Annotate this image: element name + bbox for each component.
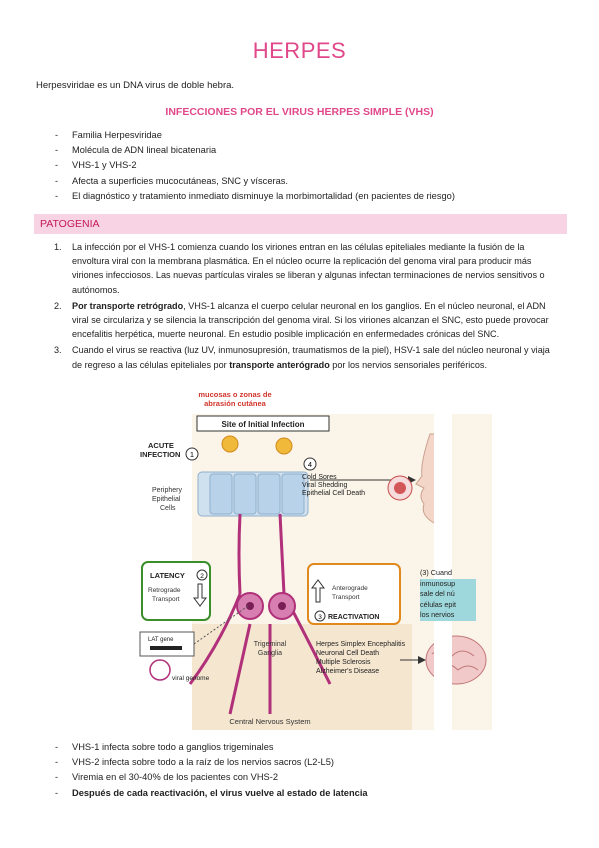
intro-text: Herpesviridae es un DNA virus de doble h… [36, 80, 235, 91]
cns-panel [192, 624, 412, 730]
step-item: 3. Cuando el virus se reactiva (luz UV, … [54, 343, 562, 371]
step-text: La infección por el VHS-1 comienza cuand… [72, 242, 545, 295]
step-3-badge [314, 610, 326, 622]
periphery-label-1: Periphery [152, 487, 182, 494]
death-label: Epithelial Cell Death [302, 490, 365, 497]
side-note: (3) Cuand inmunosup sale del nú células … [420, 568, 476, 621]
lat-gene-box [139, 631, 195, 657]
reactivation-label: REACTIVATION [328, 614, 379, 621]
page-title: HERPES [252, 38, 347, 63]
step-2-number: 2 [200, 573, 204, 580]
list-item: VHS-1 infecta sobre todo a ganglios trig… [55, 740, 368, 755]
shedding-label: Viral Shedding [302, 482, 348, 489]
step-item: 2. Por transporte retrógrado, VHS-1 alca… [54, 299, 562, 342]
list-item: El diagnóstico y tratamiento inmediato d… [55, 189, 455, 204]
latency-label: LATENCY [150, 571, 185, 580]
list-item: VHS-1 y VHS-2 [55, 158, 455, 173]
side-note-line: sale del nú [420, 589, 476, 600]
inset-connector [193, 605, 249, 645]
list-item: Viremia en el 30-40% de los pacientes co… [55, 770, 368, 785]
side-note-line: los nervios [420, 610, 476, 621]
step-number: 1. [54, 242, 62, 252]
step-4-badge [303, 457, 317, 471]
step-4-number: 4 [308, 460, 312, 469]
step-1-badge [185, 447, 199, 461]
list-item: Afecta a superficies mucocutáneas, SNC y… [55, 174, 455, 189]
acute-label-2: INFECTION [140, 450, 180, 459]
side-spacer [434, 400, 452, 730]
lat-gene-bar [150, 646, 182, 650]
step-3-number: 3 [318, 614, 322, 621]
cns-label: Central Nervous System [229, 717, 310, 726]
effect-label: Herpes Simplex Encephalitis [316, 641, 406, 648]
step-text: por los nervios sensoriales periféricos. [329, 359, 487, 370]
arrowhead [418, 656, 426, 664]
figure-annotation-1: mucosas o zonas de [198, 390, 271, 399]
reactivation-box [307, 563, 401, 625]
step-bold-text: transporte anterógrado [229, 359, 330, 370]
lat-gene-label: LAT gene [148, 637, 174, 643]
antero-label-2: Transport [332, 594, 360, 601]
viral-genome-circle [149, 659, 171, 681]
retrograde-arrow-icon [193, 583, 207, 607]
anterograde-arrow-icon [311, 579, 325, 603]
site-box [196, 415, 330, 432]
list-item: Molécula de ADN lineal bicatenaria [55, 143, 455, 158]
step-bold-text: Por transporte retrógrado [72, 300, 184, 311]
side-note-line: células epit [420, 599, 476, 610]
cold-sores-label: Cold Sores [302, 474, 337, 481]
step-1-number: 1 [190, 450, 194, 459]
step-text: , VHS-1 alcanza el cuerpo celular neuron… [72, 300, 549, 340]
summary-list: VHS-1 infecta sobre todo a ganglios trig… [55, 740, 368, 801]
epithelial-cells [209, 473, 305, 515]
retro-label-1: Retrograde [148, 587, 181, 594]
step-2-badge [196, 569, 208, 581]
section-header-label: PATOGENIA [40, 218, 100, 230]
antero-label-1: Anterograde [332, 585, 368, 592]
figure-annotation-2: abrasión cutánea [204, 399, 267, 408]
side-note-line: (3) Cuand [420, 568, 452, 577]
intro-list: Familia Herpesviridae Molécula de ADN li… [55, 128, 455, 204]
site-label: Site of Initial Infection [221, 420, 304, 429]
list-item: Familia Herpesviridae [55, 128, 455, 143]
step-number: 3. [54, 345, 62, 356]
effect-label: Neuronal Cell Death [316, 650, 379, 657]
list-item: Después de cada reactivación, el virus v… [55, 786, 368, 801]
pathogenesis-steps: 1. La infección por el VHS-1 comienza cu… [54, 240, 562, 374]
effect-label: Alzheimer's Disease [316, 668, 379, 675]
section-subtitle: INFECCIONES POR EL VIRUS HERPES SIMPLE (… [165, 106, 434, 118]
step-item: 1. La infección por el VHS-1 comienza cu… [54, 240, 562, 297]
cold-sore-icon [394, 482, 406, 494]
nucleus-left [246, 602, 254, 610]
viral-genome-label: viral genome [172, 675, 210, 682]
periphery-label-2: Epithelial [152, 496, 181, 503]
section-header: PATOGENIA [34, 214, 567, 234]
latency-box [141, 561, 211, 621]
acute-label-1: ACUTE [148, 441, 174, 450]
trigeminal-label-1: Trigeminal [254, 641, 287, 648]
retro-label-2: Transport [152, 596, 180, 603]
list-item: VHS-2 infecta sobre todo a la raíz de lo… [55, 755, 368, 770]
periphery-label-3: Cells [160, 505, 176, 512]
nucleus-right [278, 602, 286, 610]
effect-label: Multiple Sclerosis [316, 659, 371, 666]
step-text: Cuando el virus se reactiva (luz UV, inm… [72, 345, 550, 370]
side-note-line: inmunosup [420, 578, 476, 589]
trigeminal-label-2: Ganglia [258, 650, 282, 657]
list-item-bold: Después de cada reactivación, el virus v… [72, 787, 368, 798]
step-number: 2. [54, 300, 62, 311]
